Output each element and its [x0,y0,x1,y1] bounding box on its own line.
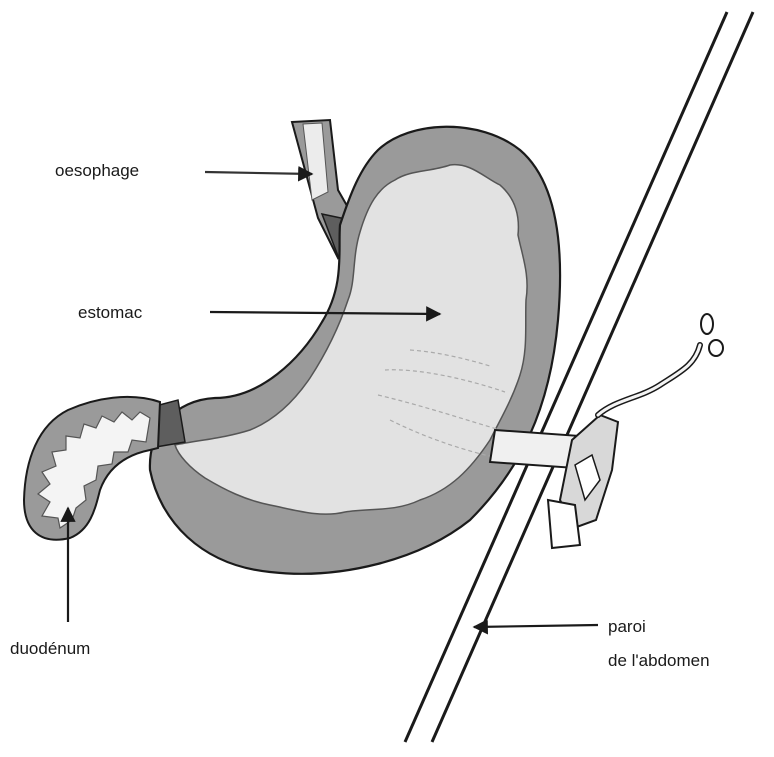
arrow-oesophage [205,172,312,174]
tube-clamp-2 [709,340,723,356]
duodenum [24,397,160,540]
arrow-paroi [474,625,598,627]
extension-tube-inner [598,345,700,415]
label-oesophage: oesophage [55,161,139,180]
label-duodenum: duodénum [10,639,90,658]
label-estomac: estomac [78,303,143,322]
tube-clamp-1 [701,314,713,334]
label-paroi-line1: paroi [608,617,646,636]
label-paroi-line2: de l'abdomen [608,651,710,670]
gastrostomy-tube [490,430,580,468]
connector-base [548,500,580,548]
